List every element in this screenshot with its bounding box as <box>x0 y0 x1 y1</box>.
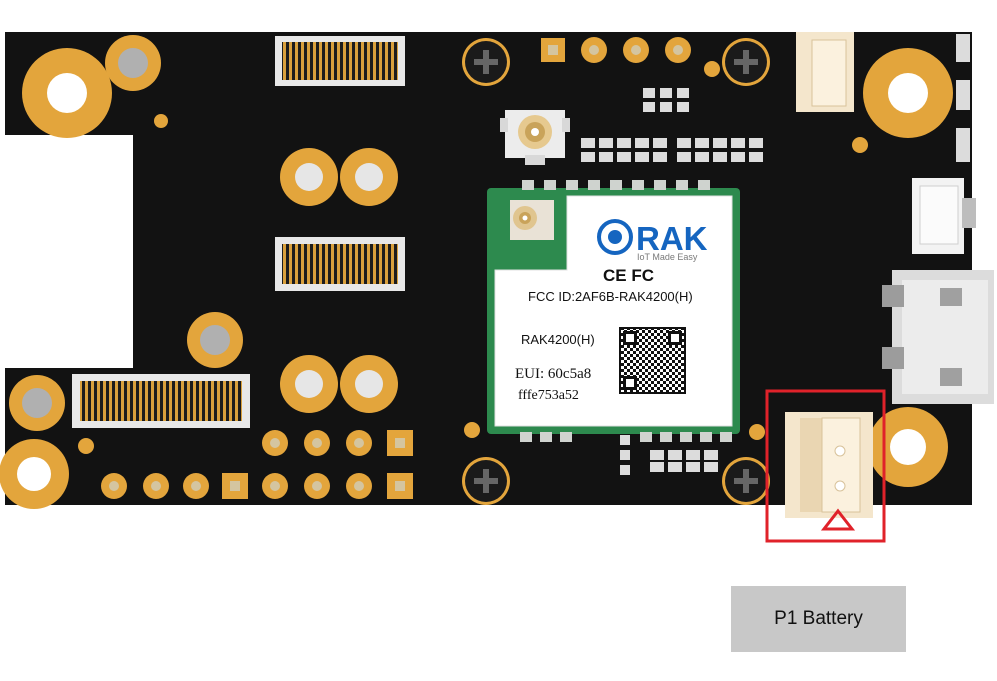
b2b-connectors <box>72 36 405 428</box>
vias <box>9 35 868 454</box>
eui-line-1: EUI: 60c5a8 <box>515 366 591 382</box>
fcc-id: FCC ID:2AF6B-RAK4200(H) <box>528 289 693 304</box>
rak-module <box>487 180 740 442</box>
usb-connector <box>882 270 994 404</box>
screw-holes <box>462 38 770 505</box>
highlight-box <box>765 389 886 543</box>
side-switch <box>912 178 976 254</box>
eui-line-2: fffe753a52 <box>518 388 579 403</box>
pin1-triangle-icon <box>820 508 856 531</box>
p1-battery-label: P1 Battery <box>731 586 906 652</box>
cert-marks: CE FC <box>603 266 654 285</box>
rak-tagline: IoT Made Easy <box>637 252 698 262</box>
battery-connector <box>785 412 873 518</box>
header-pads-top <box>541 37 691 63</box>
rak-brand: RAK <box>636 220 708 257</box>
header-pads-bottom <box>101 430 413 499</box>
antenna-connector <box>500 110 570 165</box>
mounting-holes <box>0 48 953 509</box>
model-name: RAK4200(H) <box>521 332 595 347</box>
top-connector <box>796 32 854 112</box>
smd-components <box>581 34 970 475</box>
